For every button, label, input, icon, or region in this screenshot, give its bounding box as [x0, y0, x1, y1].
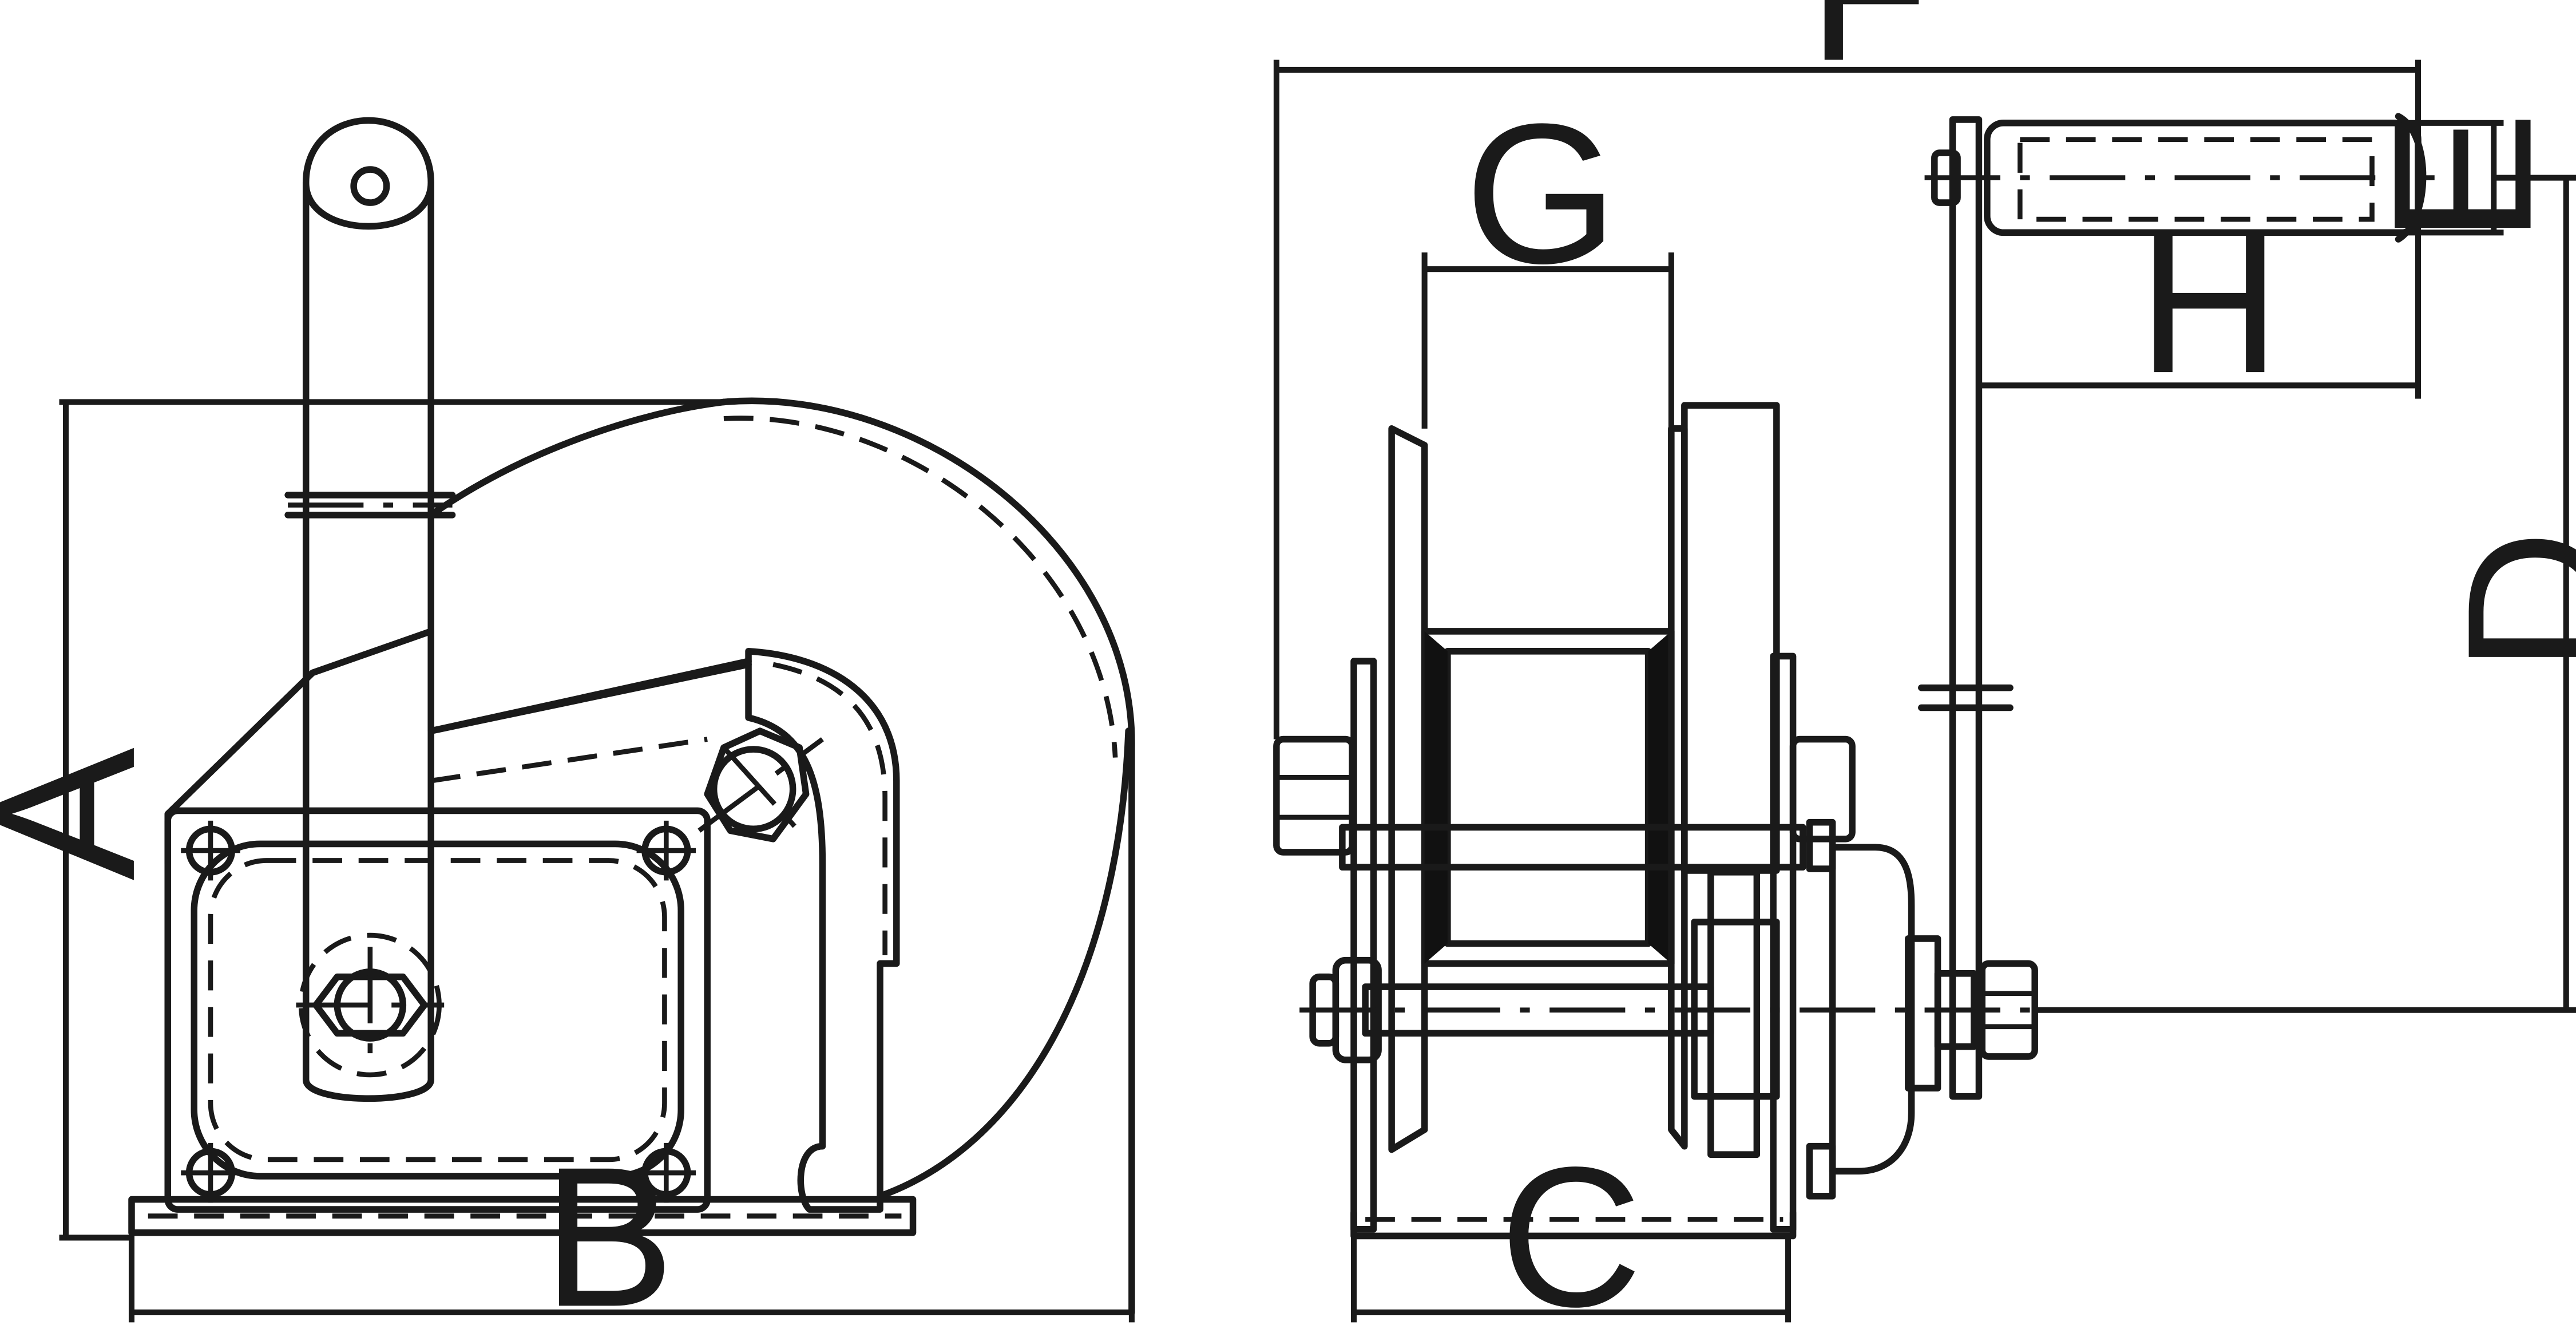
- front-brake-arm-dashed: [772, 662, 887, 955]
- side-tie-rod: [1339, 824, 1806, 871]
- front-upper-plate-dashed: [430, 737, 708, 784]
- side-crank-break-mark: [1918, 684, 2014, 711]
- front-base-plate: [128, 1196, 917, 1236]
- dimension-c: [1350, 1236, 1791, 1323]
- front-bolt-top-left: [181, 820, 240, 881]
- front-gearbox-housing: [164, 807, 711, 1213]
- front-bolt-top-right: [636, 820, 696, 881]
- dimension-b-label: B: [543, 1126, 675, 1329]
- side-frame-left: [1350, 658, 1377, 1233]
- dimension-g-label: G: [1465, 82, 1618, 305]
- dimension-b: [128, 1232, 1135, 1323]
- front-brake-arm: [745, 647, 900, 1213]
- front-crank-knob-hole: [350, 166, 390, 206]
- side-frame-bolt-bottom: [1806, 1142, 1836, 1200]
- front-crank-break-mark: [284, 492, 456, 519]
- front-crank-knob: [302, 117, 434, 230]
- dimension-a-label: A: [0, 746, 176, 880]
- front-gearbox-cover-dashed: [208, 858, 667, 1162]
- side-drum-core: [1421, 628, 1675, 967]
- side-drum-hub-right: [1648, 631, 1671, 964]
- front-drum-lower-arc: [877, 727, 1132, 1200]
- front-bolt-bottom-right: [636, 1142, 696, 1203]
- front-bolt-bottom-left: [181, 1142, 240, 1203]
- side-view: [1273, 113, 2435, 1240]
- dimension-d: [2035, 175, 2576, 1013]
- dimension-h-label: H: [2138, 192, 2280, 415]
- dimension-f: [1273, 60, 2422, 739]
- dimension-f-label: F: [1808, 0, 1929, 102]
- side-crank-arm: [1949, 116, 1983, 1100]
- side-drum-hub-left: [1424, 631, 1448, 964]
- front-pawl-hex-bolt: [697, 727, 824, 843]
- side-main-shaft: [1362, 983, 1714, 1037]
- front-view: [128, 117, 1135, 1316]
- side-frame-bolt-top: [1806, 818, 1836, 872]
- side-gear-housing-inner: [1707, 869, 1761, 1158]
- side-gear-housing: [1691, 919, 1780, 1100]
- side-drum-barrel: [1444, 647, 1652, 947]
- side-brake-drum: [1829, 844, 1915, 1175]
- dimension-a: [59, 399, 724, 1241]
- dimension-d-label: D: [2426, 529, 2576, 674]
- side-left-hex-nut: [1273, 735, 1356, 856]
- dimension-c-label: C: [1500, 1126, 1642, 1329]
- side-gear-disk: [1681, 402, 1780, 874]
- front-drum-edge: [427, 398, 727, 519]
- front-crank-arm: [302, 179, 434, 1102]
- side-right-hex-nut: [1789, 735, 1856, 843]
- front-drum-outline-inner: [723, 416, 1118, 758]
- side-frame-base: [1350, 1209, 1797, 1240]
- front-gearbox-cover: [191, 840, 684, 1180]
- front-drum-outline: [720, 397, 1135, 1316]
- front-crank-hub-nut: [296, 932, 445, 1078]
- dimension-g: [1421, 252, 1674, 429]
- side-left-flange: [1388, 425, 1428, 1153]
- side-right-flange: [1668, 425, 1688, 1150]
- front-upper-plate-edge: [427, 658, 752, 734]
